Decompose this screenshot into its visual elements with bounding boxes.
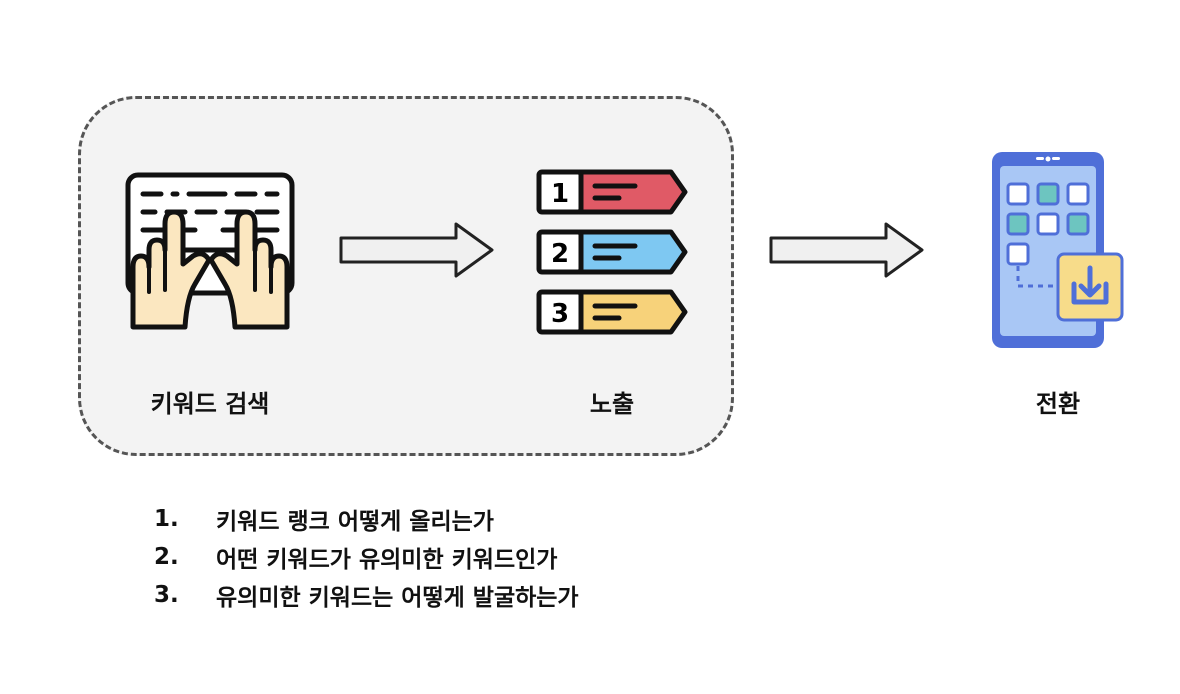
question-list: 1. 키워드 랭크 어떻게 올리는가 2. 어떤 키워드가 유의미한 키워드인가…	[154, 500, 579, 614]
phone-app-download-icon	[992, 152, 1124, 348]
list-item: 1. 키워드 랭크 어떻게 올리는가	[154, 500, 579, 538]
list-item: 3. 유의미한 키워드는 어떻게 발굴하는가	[154, 576, 579, 614]
arrow-right-icon	[339, 222, 494, 278]
ranking-list-icon: 1 2 3	[536, 169, 688, 335]
typing-hands-keyboard-icon	[125, 172, 295, 330]
rank-number-3: 3	[551, 299, 569, 329]
list-item-text: 키워드 랭크 어떻게 올리는가	[216, 509, 494, 535]
rank-number-2: 2	[551, 239, 569, 269]
list-item-number: 2.	[154, 544, 179, 570]
list-item: 2. 어떤 키워드가 유의미한 키워드인가	[154, 538, 579, 576]
list-item-text: 어떤 키워드가 유의미한 키워드인가	[216, 547, 558, 573]
arrow-right-icon	[769, 222, 924, 278]
stage-label-conversion: 전환	[1035, 390, 1081, 418]
list-item-number: 1.	[154, 506, 179, 532]
rank-number-1: 1	[551, 179, 569, 209]
list-item-text: 유의미한 키워드는 어떻게 발굴하는가	[216, 585, 579, 611]
list-item-number: 3.	[154, 582, 179, 608]
stage-label-search: 키워드 검색	[150, 390, 270, 418]
stage-label-exposure: 노출	[589, 390, 635, 418]
